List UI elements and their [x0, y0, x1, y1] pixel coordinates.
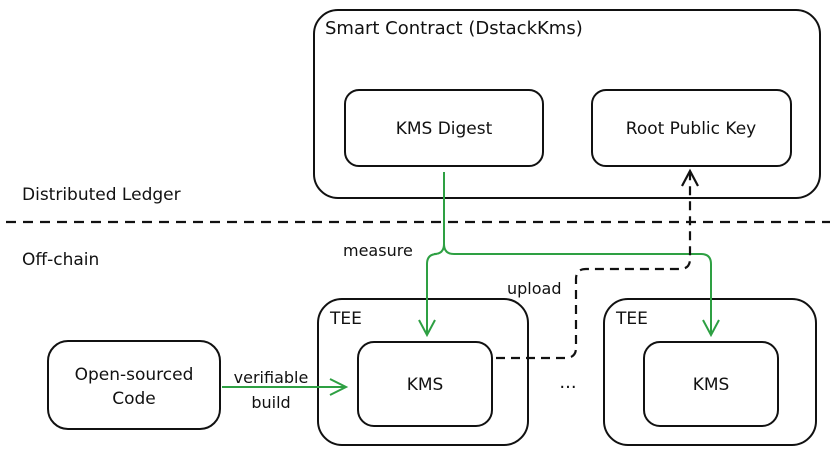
- verifiable-build-label-line2: build: [251, 393, 290, 412]
- kms-node-1-box: [357, 341, 493, 427]
- measure-arrow-head-kms-2: [702, 319, 720, 338]
- measure-label: measure: [343, 241, 413, 260]
- open-source-code-label-line2: Code: [112, 389, 156, 409]
- kms-node-2-label: KMS: [693, 375, 730, 395]
- upload-arrow: [496, 172, 692, 360]
- tee-2-title: TEE: [615, 309, 648, 329]
- open-source-code-label-line1: Open-sourced: [75, 365, 194, 385]
- verifiable-build-arrow-head: [329, 378, 349, 396]
- measure-arrow-to-kms-2: [443, 243, 712, 334]
- upload-label: upload: [507, 279, 562, 298]
- off-chain-label: Off-chain: [22, 250, 99, 270]
- kms-digest-box: [344, 89, 544, 167]
- kms-node-2-box: [643, 341, 779, 427]
- tee-1-title: TEE: [329, 309, 362, 329]
- distributed-ledger-label: Distributed Ledger: [22, 185, 181, 205]
- measure-arrow-head-kms-1: [418, 319, 436, 338]
- measure-arrow-to-kms-1: [426, 172, 445, 334]
- upload-arrow-head: [681, 168, 699, 187]
- kms-node-1-label: KMS: [407, 375, 444, 395]
- root-public-key-box: [591, 89, 792, 167]
- kms-digest-label: KMS Digest: [396, 119, 493, 139]
- smart-contract-title: Smart Contract (DstackKms): [325, 18, 583, 39]
- more-tees-ellipsis: ...: [559, 372, 576, 393]
- open-source-code-box: [47, 340, 221, 430]
- root-public-key-label: Root Public Key: [626, 119, 756, 139]
- verifiable-build-label-line1: verifiable: [234, 368, 309, 387]
